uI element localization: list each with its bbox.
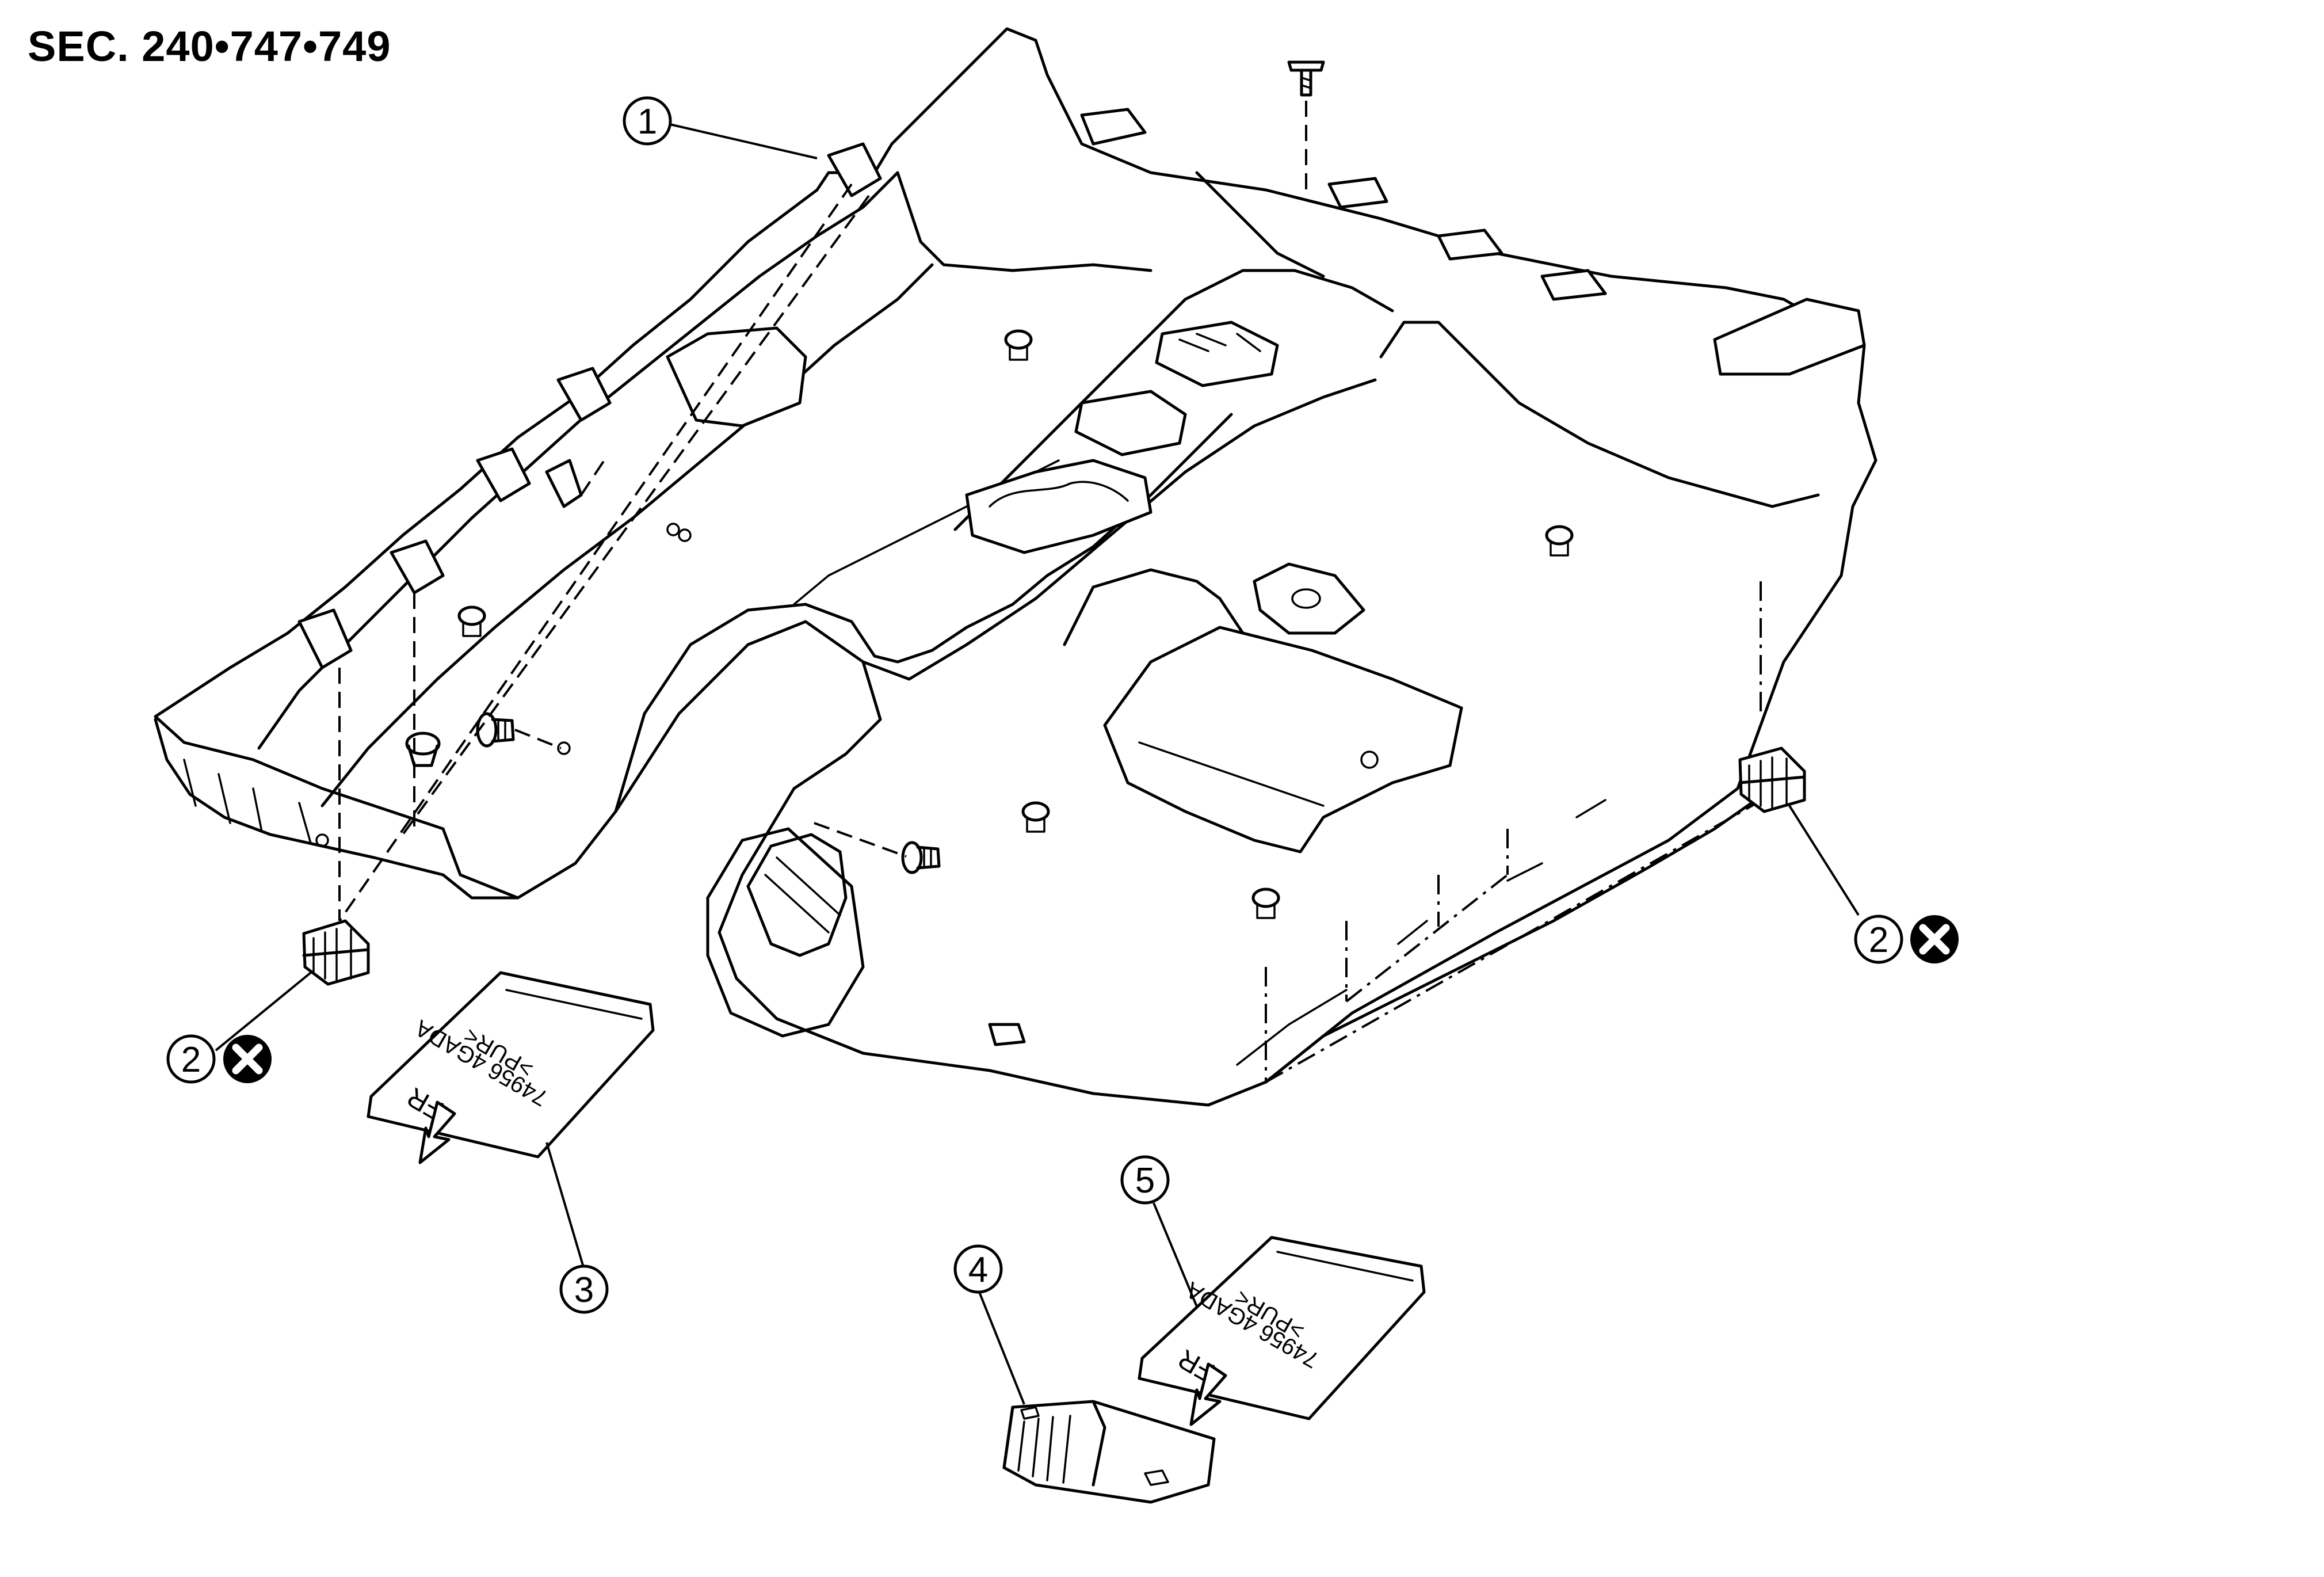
- console-mount-lower: [965, 459, 1153, 554]
- svg-text:1: 1: [638, 102, 657, 142]
- rear-tab-1: [1080, 108, 1147, 146]
- clip-fastener-right: [1738, 746, 1806, 813]
- right-front-mount: [1253, 562, 1365, 635]
- clip-fastener-left: [302, 919, 370, 986]
- right-clip-guides: [1265, 581, 1773, 1083]
- svg-text:2: 2: [181, 1040, 201, 1080]
- replace-part-icon: [1910, 915, 1959, 963]
- mat-right-arrow: [1189, 1362, 1227, 1426]
- callout-2-left: 2: [166, 1034, 272, 1084]
- left-floor-hole-3: [557, 741, 571, 755]
- callout-2-right: 2: [1854, 915, 1959, 964]
- top-screw: [1287, 60, 1325, 190]
- right-footrest-plate: [1103, 626, 1463, 854]
- section-label: SEC. 240•747•749: [28, 22, 391, 70]
- callout-3: 3: [559, 1264, 609, 1314]
- left-floor-hole-1: [666, 523, 680, 536]
- front-right-wheelwell-pad: [706, 827, 865, 1038]
- heel-pad: [1002, 1400, 1216, 1504]
- svg-text:5: 5: [1135, 1161, 1155, 1201]
- left-clip-guides: [338, 183, 870, 922]
- callout-1: 1: [623, 96, 672, 146]
- console-mount-upper: [1155, 321, 1279, 387]
- rear-right-flap: [1713, 298, 1866, 376]
- left-sill-trim: [154, 718, 520, 900]
- rear-tab-4: [1437, 228, 1503, 261]
- mat-left-arrow: [418, 1100, 456, 1164]
- floor-carpet-outline: [154, 27, 1877, 1107]
- right-sill-outer: [1264, 787, 1774, 1084]
- front-tab: [988, 1023, 1026, 1046]
- center-tunnel-right-edge: [861, 378, 1377, 681]
- left-sill-detail: [183, 759, 312, 844]
- callout-4: 4: [953, 1244, 1003, 1294]
- rear-tab-3: [1540, 269, 1607, 301]
- svg-text:2: 2: [1869, 920, 1888, 960]
- rear-tab-2: [1327, 177, 1388, 209]
- replace-part-icon: [223, 1035, 272, 1083]
- rear-floor-right-line: [1379, 321, 1820, 508]
- console-mount-middle: [1074, 390, 1187, 456]
- floor-mat-left: FR 74956 4GADA >PUR<: [367, 971, 655, 1164]
- rear-heel-kick: [1195, 171, 1325, 278]
- left-wall-tabs: [297, 142, 882, 669]
- leader-lines: [215, 123, 1860, 1405]
- svg-text:4: 4: [968, 1250, 988, 1290]
- left-floor-hole-4: [315, 833, 329, 847]
- center-screw: [814, 822, 941, 874]
- carpet-retaining-clips: [457, 329, 1574, 919]
- callout-5: 5: [1120, 1155, 1170, 1205]
- svg-text:3: 3: [574, 1270, 594, 1310]
- floor-mat-right: FR 74956 4GADA >PUR<: [1138, 1236, 1426, 1426]
- rear-floor-left-line: [896, 171, 1153, 272]
- left-screw: [476, 712, 562, 749]
- left-floor-hole-2: [678, 528, 692, 542]
- center-tunnel-top: [953, 269, 1394, 531]
- floor-carpet: [154, 27, 1877, 1107]
